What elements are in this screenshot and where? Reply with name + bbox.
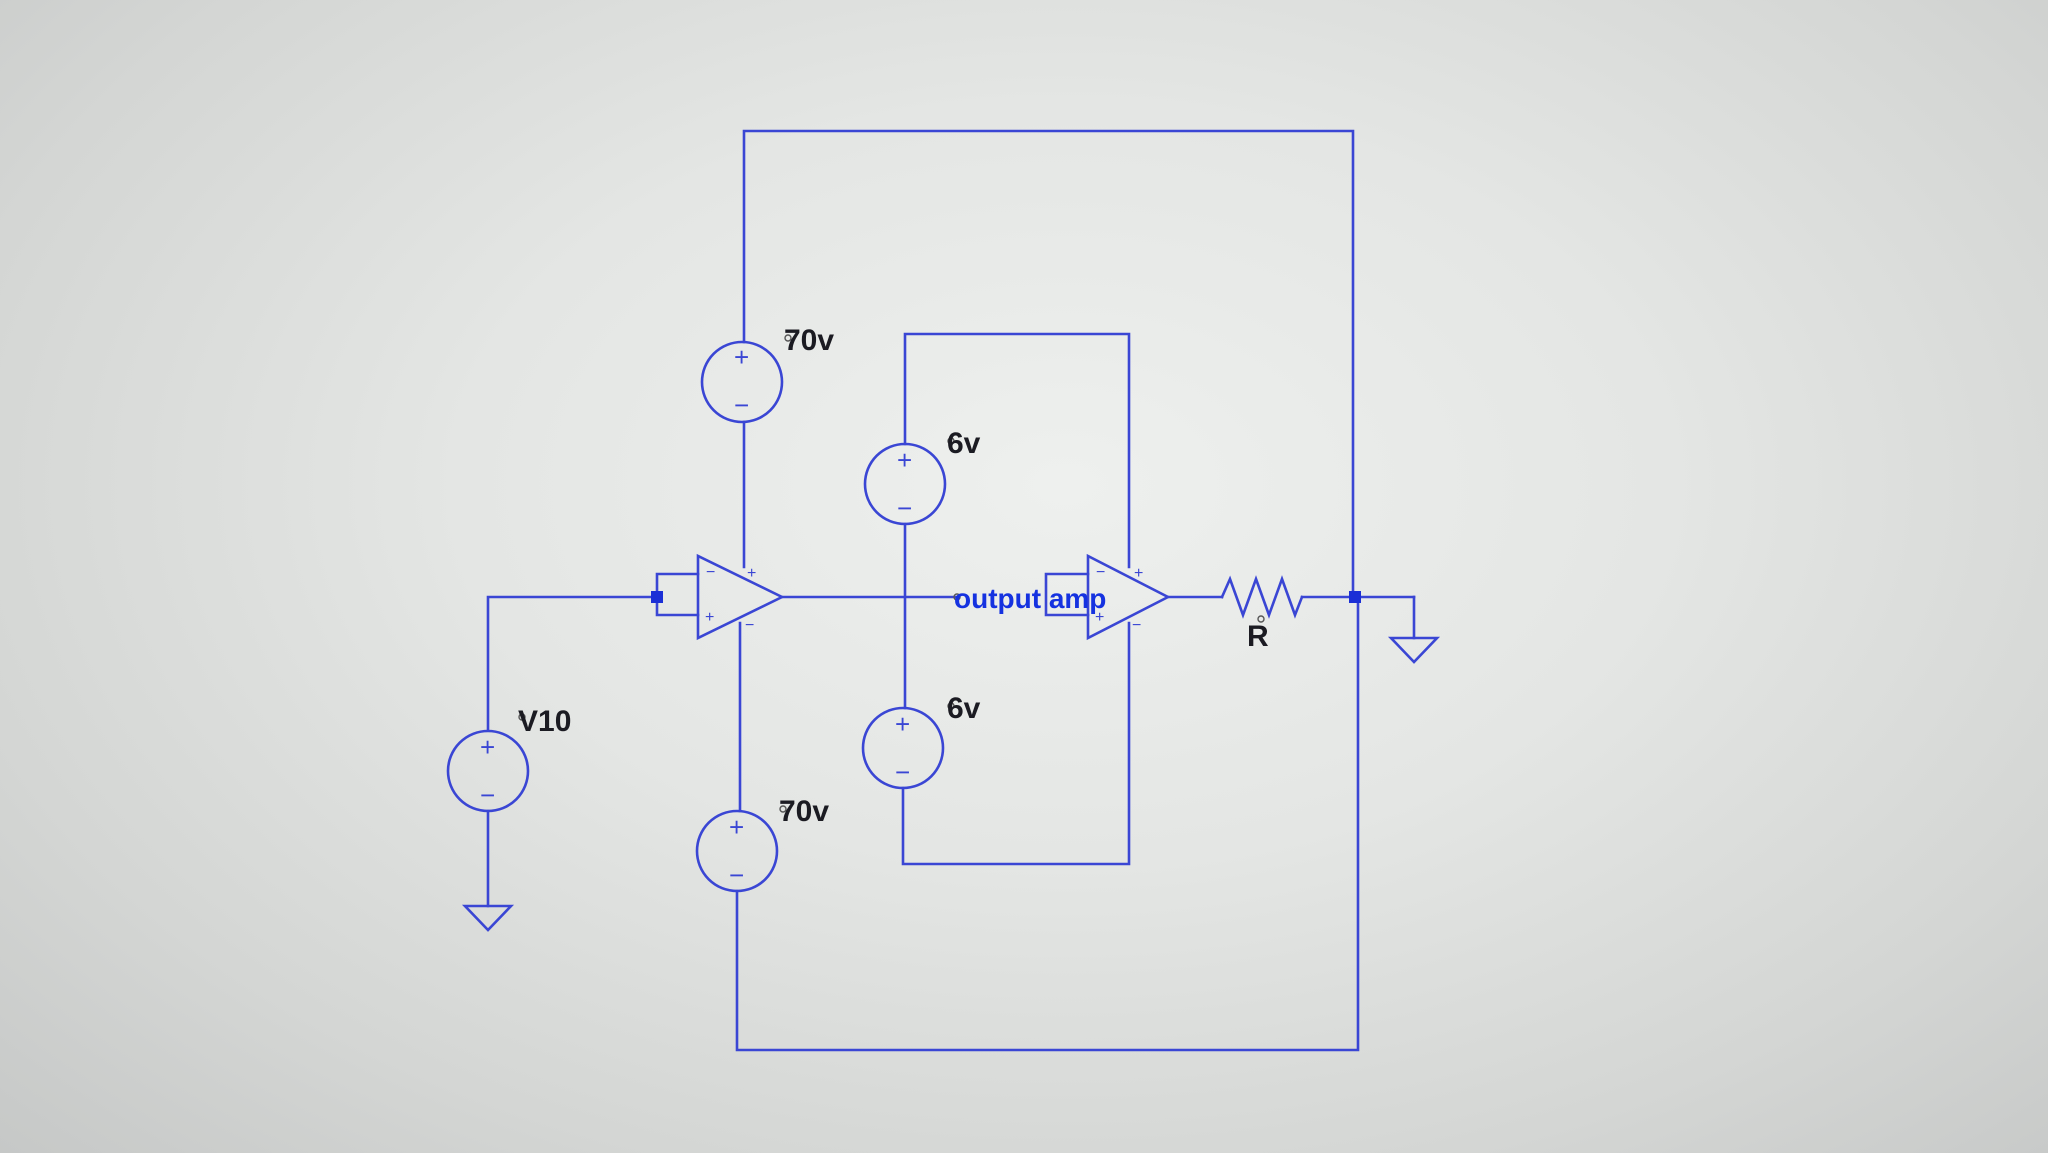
component-labels: 70v 6v 6v V10 70v R output amp (518, 324, 1269, 828)
opamp-vplus-pin: + (1134, 565, 1143, 582)
wire-inner-upper[interactable] (903, 332, 1131, 569)
voltage-source-upper-offset[interactable]: + − (863, 442, 947, 526)
ground-symbol-output (1387, 636, 1441, 664)
minus-mark: − (734, 390, 749, 420)
plus-mark: + (480, 732, 495, 762)
plus-mark: + (729, 812, 744, 842)
wire-opamp2-input-tie[interactable] (1044, 572, 1090, 617)
opamp-input-stage[interactable]: − + + − (696, 553, 785, 641)
wires (486, 129, 1416, 1052)
label-lower-offset[interactable]: 6v (947, 692, 981, 725)
voltage-source-lower-offset[interactable]: + − (861, 706, 945, 790)
wire-bottom-loop[interactable] (735, 596, 1360, 1052)
opamp-vplus-pin: + (747, 565, 756, 582)
label-lower-supply[interactable]: 70v (779, 795, 829, 828)
label-upper-supply[interactable]: 70v (784, 324, 834, 357)
opamp-minus-pin: − (706, 564, 715, 581)
minus-mark: − (480, 780, 495, 810)
opamp-vminus-pin: − (1132, 617, 1141, 634)
label-input-source[interactable]: V10 (518, 705, 571, 738)
opamp-vminus-pin: − (745, 617, 754, 634)
wire-top-loop[interactable] (742, 129, 1355, 600)
resistor[interactable] (1220, 575, 1304, 623)
junction-output (1349, 591, 1361, 603)
plus-mark: + (895, 709, 910, 739)
label-upper-offset[interactable]: 6v (947, 427, 981, 460)
wire-inner-lower[interactable] (901, 621, 1131, 866)
opamp-plus-pin: + (705, 609, 714, 626)
plus-mark: + (734, 342, 749, 372)
opamp-plus-pin: + (1095, 609, 1104, 626)
opamp-output-stage[interactable]: − + + − (1086, 553, 1171, 641)
junction-input (651, 591, 663, 603)
wire-opamp1-input-tie[interactable] (655, 572, 700, 617)
plus-mark: + (897, 445, 912, 475)
minus-mark: − (895, 757, 910, 787)
ground-symbol-input (461, 904, 515, 932)
voltage-source-lower-supply[interactable]: + − (695, 809, 779, 893)
net-label-output-amp[interactable]: output amp (954, 583, 1106, 614)
opamp-minus-pin: − (1096, 564, 1105, 581)
minus-mark: − (729, 860, 744, 890)
wire-input-signal[interactable] (486, 595, 659, 732)
label-resistor[interactable]: R (1247, 620, 1269, 653)
minus-mark: − (897, 493, 912, 523)
voltage-source-input[interactable]: + − (446, 729, 530, 813)
voltage-source-upper-supply[interactable]: + − (700, 340, 784, 424)
